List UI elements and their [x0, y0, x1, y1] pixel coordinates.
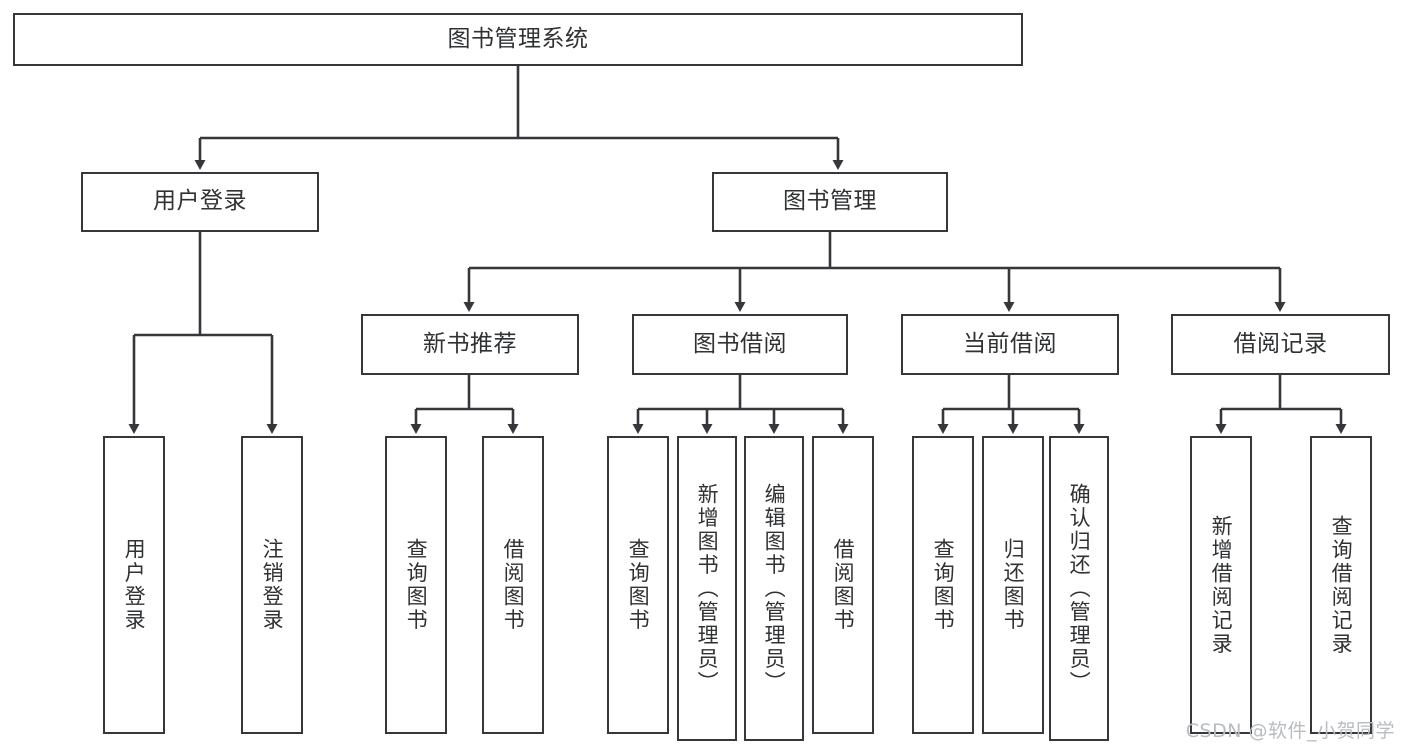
leaf-user-login[interactable]: 用户登录 — [103, 436, 165, 734]
leaf-query-book-recommend[interactable]: 查询图书 — [385, 436, 447, 734]
leaf-label: 新增借阅记录 — [1209, 514, 1234, 656]
leaf-label: 借阅图书 — [501, 538, 526, 632]
leaf-add-borrow-record[interactable]: 新增借阅记录 — [1190, 436, 1252, 734]
leaf-label: 借阅图书 — [831, 538, 856, 632]
node-level2-user-login[interactable]: 用户登录 — [81, 172, 319, 232]
node-level3-book-borrow[interactable]: 图书借阅 — [632, 314, 848, 375]
node-level2-book-management[interactable]: 图书管理 — [712, 172, 948, 232]
leaf-logout-login[interactable]: 注销登录 — [241, 436, 303, 734]
leaf-confirm-return-admin[interactable]: 确认归还（管理员） — [1049, 436, 1109, 741]
node-label: 新书推荐 — [423, 330, 517, 357]
node-label: 借阅记录 — [1233, 330, 1328, 357]
leaf-query-book-borrow[interactable]: 查询图书 — [607, 436, 669, 734]
leaf-label: 新增图书（管理员） — [695, 482, 720, 695]
leaf-query-book-current[interactable]: 查询图书 — [912, 436, 974, 734]
leaf-label: 查询图书 — [626, 538, 651, 632]
node-label: 图书管理 — [783, 188, 877, 215]
node-label: 用户登录 — [153, 188, 247, 215]
leaf-label: 用户登录 — [122, 538, 147, 632]
leaf-label: 确认归还（管理员） — [1067, 482, 1092, 695]
leaf-return-book[interactable]: 归还图书 — [982, 436, 1044, 734]
leaf-label: 查询图书 — [404, 538, 429, 632]
node-label: 图书借阅 — [693, 330, 787, 357]
leaf-add-book-admin[interactable]: 新增图书（管理员） — [677, 436, 737, 741]
leaf-label: 查询借阅记录 — [1329, 514, 1354, 656]
node-root-label: 图书管理系统 — [447, 25, 589, 52]
node-label: 当前借阅 — [963, 330, 1057, 357]
leaf-label: 查询图书 — [931, 538, 956, 632]
node-root[interactable]: 图书管理系统 — [13, 13, 1023, 66]
node-level3-borrow-record[interactable]: 借阅记录 — [1171, 314, 1390, 375]
leaf-label: 归还图书 — [1001, 538, 1026, 632]
leaf-query-borrow-record[interactable]: 查询借阅记录 — [1310, 436, 1372, 734]
leaf-borrow-book[interactable]: 借阅图书 — [812, 436, 874, 734]
watermark: CSDN @软件_小贺同学 — [1185, 720, 1395, 742]
node-level3-current-borrow[interactable]: 当前借阅 — [901, 314, 1119, 375]
leaf-label: 编辑图书（管理员） — [762, 482, 787, 695]
node-level3-new-book-recommend[interactable]: 新书推荐 — [361, 314, 579, 375]
leaf-borrow-book-recommend[interactable]: 借阅图书 — [482, 436, 544, 734]
leaf-label: 注销登录 — [260, 538, 285, 632]
leaf-edit-book-admin[interactable]: 编辑图书（管理员） — [744, 436, 804, 741]
